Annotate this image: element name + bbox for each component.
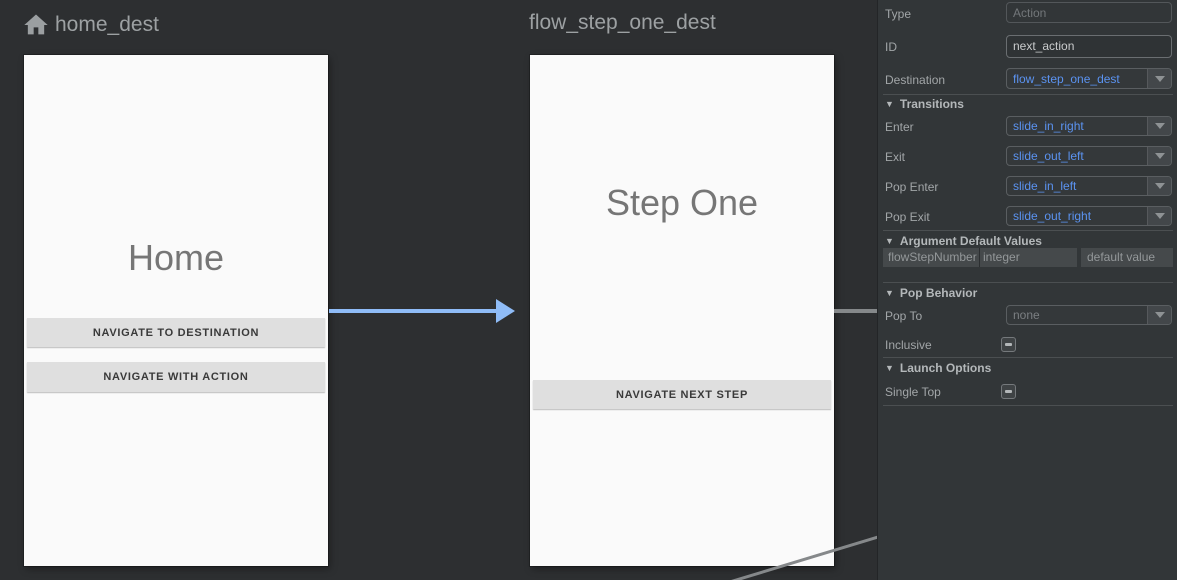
pop-enter-label: Pop Enter: [885, 180, 939, 194]
navigate-to-destination-button[interactable]: NAVIGATE TO DESTINATION: [27, 318, 325, 347]
enter-transition-dropdown[interactable]: slide_in_right: [1006, 116, 1172, 136]
dropdown-arrow-icon[interactable]: [1147, 306, 1171, 324]
section-divider: [883, 405, 1173, 406]
type-label: Type: [885, 7, 912, 21]
dropdown-value: slide_out_left: [1013, 149, 1084, 163]
pop-behavior-section-header[interactable]: Pop Behavior: [885, 286, 977, 300]
launch-options-section-header[interactable]: Launch Options: [885, 361, 991, 375]
section-divider: [883, 282, 1173, 283]
navigate-next-step-button[interactable]: NAVIGATE NEXT STEP: [533, 380, 831, 409]
pop-exit-transition-dropdown[interactable]: slide_out_right: [1006, 206, 1172, 226]
dropdown-arrow-icon[interactable]: [1147, 69, 1171, 88]
destination-title: flow_step_one_dest: [529, 11, 716, 34]
pop-to-dropdown[interactable]: none: [1006, 305, 1172, 325]
inclusive-checkbox[interactable]: [1001, 337, 1016, 352]
dropdown-arrow-icon[interactable]: [1147, 147, 1171, 165]
dropdown-arrow-icon[interactable]: [1147, 207, 1171, 225]
pop-to-label: Pop To: [885, 309, 923, 323]
home-destination-header[interactable]: home_dest: [22, 11, 159, 39]
nav-graph-canvas[interactable]: home_dest flow_step_one_dest Home NAVIGA…: [0, 0, 877, 580]
destination-dropdown[interactable]: flow_step_one_dest: [1006, 68, 1172, 89]
dropdown-arrow-icon[interactable]: [1147, 177, 1171, 195]
action-arrowhead-icon[interactable]: [496, 299, 515, 323]
pop-exit-label: Pop Exit: [885, 210, 930, 224]
argument-name-type-cell[interactable]: flowStepNumber integer: [883, 248, 1077, 267]
dropdown-value: slide_in_right: [1013, 119, 1084, 133]
collapse-triangle-icon: [885, 97, 900, 111]
destination-step-one-preview[interactable]: Step One NAVIGATE NEXT STEP: [530, 55, 834, 566]
section-title: Argument Default Values: [899, 234, 1042, 248]
dropdown-value: flow_step_one_dest: [1013, 71, 1120, 86]
transitions-section-header[interactable]: Transitions: [885, 97, 964, 111]
section-divider: [883, 94, 1173, 95]
step-one-screen-title: Step One: [605, 182, 759, 223]
section-title: Pop Behavior: [899, 286, 978, 300]
collapse-triangle-icon: [885, 234, 900, 248]
destination-home-preview[interactable]: Home NAVIGATE TO DESTINATION NAVIGATE WI…: [24, 55, 328, 566]
argument-type: integer: [983, 250, 1020, 264]
argument-default-value-field[interactable]: default value: [1081, 248, 1173, 267]
home-icon: [24, 14, 48, 35]
exit-transition-dropdown[interactable]: slide_out_left: [1006, 146, 1172, 166]
destination-label: Destination: [885, 73, 946, 87]
section-title: Transitions: [899, 97, 964, 111]
navigate-with-action-button[interactable]: NAVIGATE WITH ACTION: [27, 362, 325, 392]
dropdown-arrow-icon[interactable]: [1147, 117, 1171, 135]
dropdown-value: none: [1013, 308, 1040, 322]
exit-label: Exit: [885, 150, 906, 164]
dropdown-value: slide_in_left: [1013, 179, 1077, 193]
inclusive-label: Inclusive: [885, 338, 932, 352]
step-one-destination-header[interactable]: flow_step_one_dest: [529, 11, 716, 35]
section-divider: [883, 230, 1173, 231]
collapse-triangle-icon: [885, 286, 900, 300]
section-title: Launch Options: [899, 361, 992, 375]
id-field[interactable]: next_action: [1006, 35, 1172, 58]
collapse-triangle-icon: [885, 361, 900, 375]
home-screen-title: Home: [127, 237, 225, 278]
single-top-checkbox[interactable]: [1001, 384, 1016, 399]
single-top-label: Single Top: [885, 385, 941, 399]
argument-defaults-section-header[interactable]: Argument Default Values: [885, 234, 1042, 248]
enter-label: Enter: [885, 120, 914, 134]
attributes-panel: Type Action ID next_action Destination f…: [877, 0, 1177, 580]
pop-enter-transition-dropdown[interactable]: slide_in_left: [1006, 176, 1172, 196]
dropdown-value: slide_out_right: [1013, 209, 1092, 223]
section-divider: [883, 357, 1173, 358]
id-label: ID: [885, 40, 897, 54]
argument-name: flowStepNumber: [883, 248, 980, 267]
type-field[interactable]: Action: [1006, 2, 1172, 23]
destination-title: home_dest: [55, 13, 159, 36]
